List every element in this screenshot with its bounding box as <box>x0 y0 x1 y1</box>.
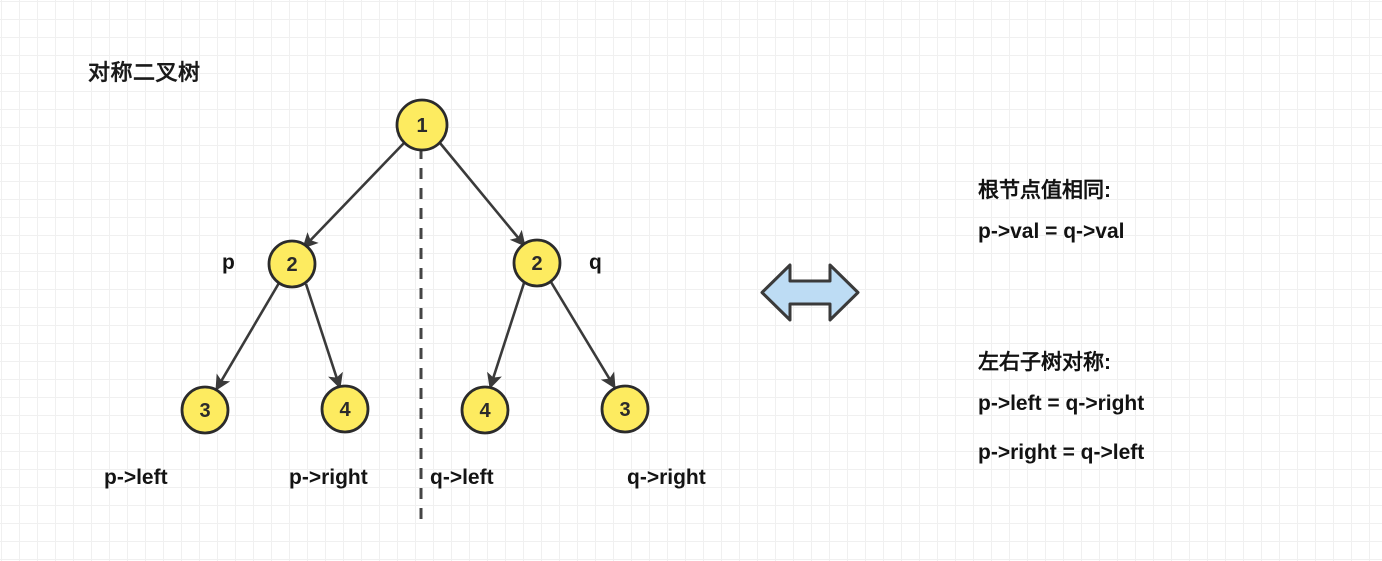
condition-heading-subtree-symmetry: 左右子树对称: <box>978 351 1111 374</box>
condition-block-root-value: 根节点值相同: p->val = q->val <box>978 180 1125 242</box>
node-p-right <box>320 384 370 434</box>
tree-nodes <box>180 98 650 435</box>
subtree-label-q: q <box>589 251 602 274</box>
edge-q-to-q-right <box>549 281 617 389</box>
condition-line-val-equality: p->val = q->val <box>978 220 1125 243</box>
node-root <box>395 98 449 152</box>
condition-heading-root-value: 根节点值相同: <box>978 179 1111 202</box>
condition-line-left-equals-right: p->left = q->right <box>978 392 1145 415</box>
edge-q-to-q-left <box>487 282 526 389</box>
page-title: 对称二叉树 <box>88 60 201 85</box>
tree-edges <box>214 142 617 391</box>
node-p <box>267 239 317 289</box>
condition-block-subtree-symmetry: 左右子树对称: p->left = q->right p->right = q-… <box>978 352 1144 463</box>
node-q <box>512 238 562 288</box>
double-headed-arrow <box>760 263 860 322</box>
leaf-caption-p-right: p->right <box>289 466 368 489</box>
edge-p-to-p-left <box>214 282 281 391</box>
condition-line-right-equals-left: p->right = q->left <box>978 441 1145 464</box>
edge-p-to-p-right <box>304 283 343 389</box>
node-q-right <box>600 384 650 434</box>
node-q-left <box>460 385 510 435</box>
leaf-caption-p-left: p->left <box>104 466 168 489</box>
edge-root-to-q <box>438 142 527 247</box>
node-p-left <box>180 385 230 435</box>
subtree-label-p: p <box>222 251 235 274</box>
edge-root-to-p <box>302 142 405 249</box>
leaf-caption-q-right: q->right <box>627 466 706 489</box>
leaf-caption-q-left: q->left <box>430 466 494 489</box>
